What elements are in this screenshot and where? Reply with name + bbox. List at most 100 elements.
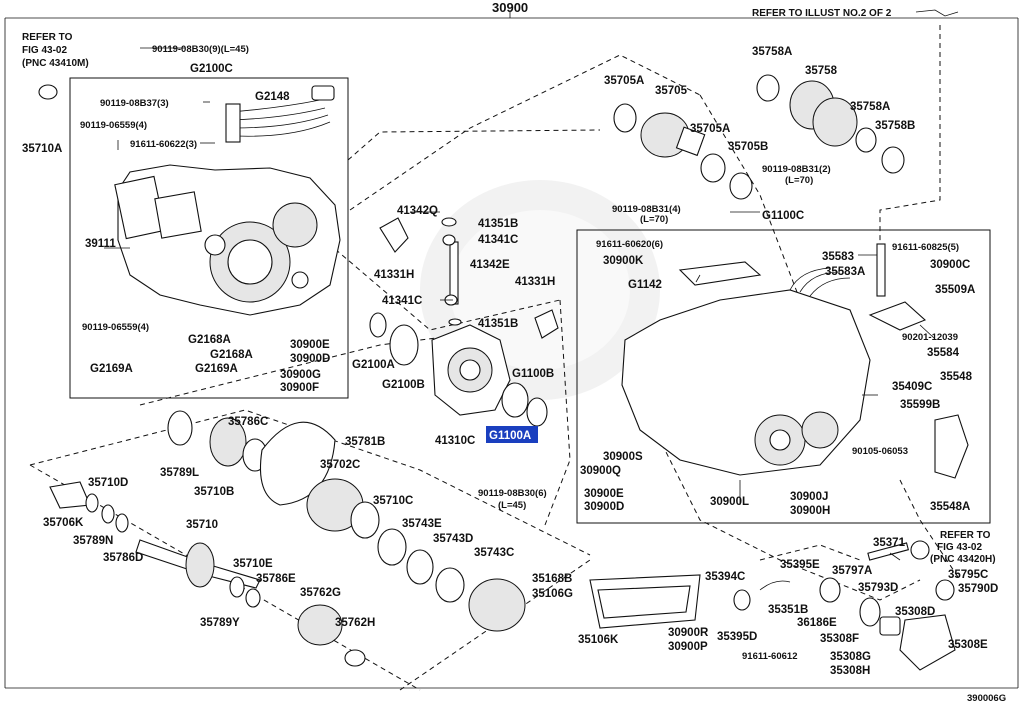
part-label: 35583A — [825, 266, 865, 278]
part-label: 41341C — [382, 295, 422, 307]
part-label: 35106K — [578, 634, 619, 646]
main-frame — [4, 12, 1019, 689]
part-label: 35371 — [873, 537, 906, 549]
part-label: G2100A — [352, 359, 395, 371]
ref-top-illust: REFER TO ILLUST NO.2 OF 2 — [752, 8, 892, 19]
reference-left: REFER TO FIG 43-02 (PNC 43410M) — [22, 32, 89, 100]
part-label: 35762G — [300, 587, 341, 599]
part-label: 35308F — [820, 633, 859, 645]
part-label: 30900C — [930, 259, 970, 271]
part-label: 35786E — [256, 573, 296, 585]
part-label: G2100C — [190, 63, 233, 75]
part-label: 35583 — [822, 251, 854, 263]
part-label: 35762H — [335, 617, 375, 629]
part-label: 30900K — [603, 255, 644, 267]
part-label: 91611-60612 — [742, 651, 797, 662]
part-label: 35308H — [830, 665, 870, 677]
part-label: 90119-06559(4) — [80, 120, 147, 131]
part-label: 35705B — [728, 141, 768, 153]
part-label: 35758A — [752, 46, 792, 58]
part-label: 35509A — [935, 284, 975, 296]
gear-set-35705 — [613, 103, 753, 200]
ref-right-line3: (PNC 43420H) — [930, 554, 996, 565]
part-label: 30900S — [603, 451, 643, 463]
part-label: 35743E — [402, 518, 442, 530]
part-label: 35395D — [717, 631, 757, 643]
part-label: G2168A — [188, 334, 231, 346]
part-label: 90119-08B31(2) — [762, 164, 831, 175]
part-label: G2100B — [382, 379, 425, 391]
part-label: 91611-60622(3) — [130, 139, 197, 150]
part-label: 91611-60825(5) — [892, 242, 959, 253]
ref-right-line1: REFER TO — [940, 530, 991, 541]
part-label: 35710B — [194, 486, 234, 498]
part-label: 30900P — [668, 641, 708, 653]
part-label: 35705 — [655, 85, 688, 97]
part-label: 35106G — [532, 588, 573, 600]
part-label: 41342E — [470, 259, 510, 271]
part-label: 35789N — [73, 535, 113, 547]
part-label: 35706K — [43, 517, 84, 529]
part-label: 30900D — [584, 501, 624, 513]
part-label: 30900J — [790, 491, 828, 503]
shaft-assembly-35710 — [49, 410, 526, 667]
part-label: 35758 — [805, 65, 838, 77]
drawing-number: 390006G — [967, 693, 1006, 704]
part-label: G2168A — [210, 349, 253, 361]
part-label: 35308G — [830, 651, 871, 663]
part-label: 35395E — [780, 559, 820, 571]
ref-left-line1: REFER TO — [22, 32, 73, 43]
part-label: 30900D — [290, 353, 330, 365]
part-label: 41331H — [515, 276, 555, 288]
part-label: 41351B — [478, 218, 518, 230]
ref-right-line2: FIG 43-02 — [937, 542, 982, 553]
gear-set-35758 — [756, 74, 905, 174]
part-label: 90119-08B30(6) — [478, 488, 547, 499]
transaxle-case-right — [621, 243, 969, 479]
part-label: 41342Q — [397, 205, 438, 217]
part-label: G2169A — [195, 363, 238, 375]
part-label: 35743D — [433, 533, 473, 545]
part-label: 35710E — [233, 558, 273, 570]
diagram-title: 30900 — [492, 0, 528, 15]
part-label: 30900G — [280, 369, 321, 381]
ref-top-arrow — [915, 9, 959, 17]
part-label: 35168B — [532, 573, 572, 585]
part-label: 35308E — [948, 639, 988, 651]
part-label: 30900H — [790, 505, 830, 517]
pump-assembly-35308 — [733, 540, 956, 671]
part-label: 35789L — [160, 467, 199, 479]
part-label: G1142 — [628, 279, 662, 291]
part-label: 35781B — [345, 436, 385, 448]
part-label: 35789Y — [200, 617, 240, 629]
part-label: 90119-08B30(9)(L=45) — [152, 44, 249, 55]
part-label: 30900E — [584, 488, 624, 500]
part-label: 35548 — [940, 371, 973, 383]
part-label: 90105-06053 — [852, 446, 908, 457]
part-label: 35702C — [320, 459, 360, 471]
part-label: 90201-12039 — [902, 332, 958, 343]
part-label: 39111 — [85, 238, 116, 250]
part-label: 35786C — [228, 416, 268, 428]
part-label: 90119-08B31(4) — [612, 204, 681, 215]
part-label: 35710D — [88, 477, 128, 489]
oil-pan-35106G — [589, 574, 701, 629]
part-label: 91611-60620(6) — [596, 239, 663, 250]
part-label: 35705A — [604, 75, 644, 87]
part-label: 35793D — [858, 582, 898, 594]
part-label: (L=70) — [785, 175, 813, 186]
part-label: 30900R — [668, 627, 709, 639]
part-label: 30900L — [710, 496, 749, 508]
part-label: 41310C — [435, 435, 475, 447]
highlighted-part-label: G1100A — [489, 430, 531, 442]
part-label: 35584 — [927, 347, 960, 359]
part-label: 35710 — [186, 519, 218, 531]
part-labels: 90119-08B30(9)(L=45) G2100C 90119-08B37(… — [22, 44, 998, 677]
part-label: 36186E — [797, 617, 837, 629]
part-label: 35710A — [22, 143, 62, 155]
part-label: 41341C — [478, 234, 518, 246]
part-label: 35758B — [875, 120, 915, 132]
part-label: 35599B — [900, 399, 940, 411]
part-label: 41351B — [478, 318, 518, 330]
